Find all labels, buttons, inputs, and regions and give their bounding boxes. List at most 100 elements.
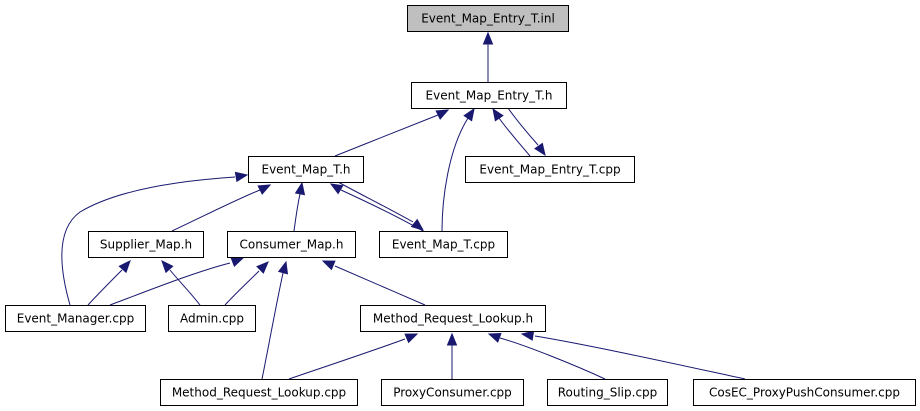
arrowhead-icon [230,257,245,268]
arrowhead-icon [435,109,450,120]
node-routing-slip-cpp[interactable]: Routing_Slip.cpp [547,379,668,406]
edge-line [261,272,284,380]
arrowhead-icon [257,184,272,195]
arrowhead-icon [234,171,249,183]
edge-n10-to-n5 [261,260,289,380]
arrowhead-icon [329,183,344,195]
node-label: Event_Manager.cpp [17,312,135,326]
node-label: Method_Request_Lookup.h [373,312,533,326]
arrowhead-icon [410,218,425,231]
edge-line [441,117,469,232]
edge-line [109,262,231,306]
edge-line [293,193,301,232]
node-box[interactable] [88,231,204,258]
node-box[interactable] [407,5,569,32]
edge-n8-to-n5 [224,261,269,306]
arrowhead-icon [277,260,289,275]
node-box[interactable] [547,379,668,406]
node-admin-cpp[interactable]: Admin.cpp [168,305,256,332]
node-event-manager-cpp[interactable]: Event_Manager.cpp [5,305,146,332]
edge-n2-to-n6 [337,181,425,231]
node-label: Admin.cpp [180,312,244,326]
edge-n7-to-n4 [87,260,131,306]
edge-line [87,269,123,306]
node-label: Event_Map_T.cpp [392,238,495,252]
arrowhead-icon [487,333,502,343]
edges-layer [61,31,746,380]
arrowhead-icon [520,330,535,341]
node-event-map-entry-t-inl[interactable]: Event_Map_Entry_T.inl [407,5,569,32]
edge-n12-to-n9 [487,333,606,380]
edge-n2-to-n1 [334,109,450,157]
edge-n7-to-n2 [61,171,249,306]
edge-n9-to-n5 [321,260,426,306]
node-box[interactable] [379,231,508,258]
node-box[interactable] [227,231,356,258]
arrowhead-icon [446,332,458,346]
edge-line [169,269,201,306]
node-method-request-lookup-cpp[interactable]: Method_Request_Lookup.cpp [160,379,358,406]
edge-line [171,189,261,232]
node-event-map-entry-t-cpp[interactable]: Event_Map_Entry_T.cpp [465,156,635,183]
edge-line [334,114,439,157]
node-box[interactable] [381,379,524,406]
arrowhead-icon [463,107,475,122]
edge-line [340,189,424,232]
edge-n1-to-n3 [507,107,546,157]
node-box[interactable] [411,82,567,109]
edge-line [334,265,426,306]
arrowhead-icon [492,107,504,122]
edge-line [61,176,236,306]
edge-n1-to-n0 [482,31,494,82]
node-label: Event_Map_Entry_T.inl [421,12,555,26]
node-proxyconsumer-cpp[interactable]: ProxyConsumer.cpp [381,379,524,406]
node-box[interactable] [160,379,358,406]
edge-n10-to-n9 [288,333,419,380]
edge-line [499,337,606,380]
node-cosec-proxypushconsumer-cpp[interactable]: CosEC_ProxyPushConsumer.cpp [693,379,916,406]
node-event-map-t-cpp[interactable]: Event_Map_T.cpp [379,231,508,258]
edge-n13-to-n9 [520,330,746,380]
node-box[interactable] [168,305,256,332]
node-label: Event_Map_Entry_T.cpp [479,163,620,177]
node-box[interactable] [693,379,916,406]
edge-line [498,117,531,157]
node-event-map-entry-t-h[interactable]: Event_Map_Entry_T.h [411,82,567,109]
edge-n7-to-n5 [109,257,245,306]
node-label: Event_Map_Entry_T.h [426,89,553,103]
node-event-map-t-h[interactable]: Event_Map_T.h [248,156,364,183]
node-consumer-map-h[interactable]: Consumer_Map.h [227,231,356,258]
arrowhead-icon [256,261,269,274]
edge-line [507,107,539,146]
edge-line [337,181,414,223]
node-label: Supplier_Map.h [100,238,192,252]
arrowhead-icon [534,142,546,157]
arrowhead-icon [482,31,494,45]
edge-n5-to-n2 [293,181,306,232]
node-label: CosEC_ProxyPushConsumer.cpp [709,386,900,400]
arrowhead-icon [161,260,174,274]
node-box[interactable] [360,305,546,332]
edge-n6-to-n1 [441,107,475,232]
edge-line [534,335,746,380]
edge-n11-to-n9 [446,332,458,379]
node-label: Method_Request_Lookup.cpp [172,386,346,400]
arrowhead-icon [118,260,131,274]
node-label: Routing_Slip.cpp [558,386,658,400]
node-label: Consumer_Map.h [240,238,344,252]
edge-n6-to-n2 [329,183,424,232]
node-box[interactable] [465,156,635,183]
nodes-layer: Event_Map_Entry_T.inl Event_Map_Entry_T.… [5,5,916,406]
edge-n4-to-n2 [171,184,272,232]
arrowhead-icon [294,181,306,196]
edge-n3-to-n1 [492,107,531,157]
node-method-request-lookup-h[interactable]: Method_Request_Lookup.h [360,305,546,332]
edge-line [224,270,260,306]
node-box[interactable] [248,156,364,183]
arrowhead-icon [404,333,419,344]
node-label: ProxyConsumer.cpp [393,386,512,400]
node-label: Event_Map_T.h [261,163,350,177]
node-box[interactable] [5,305,146,332]
node-supplier-map-h[interactable]: Supplier_Map.h [88,231,204,258]
edge-n8-to-n4 [161,260,201,306]
